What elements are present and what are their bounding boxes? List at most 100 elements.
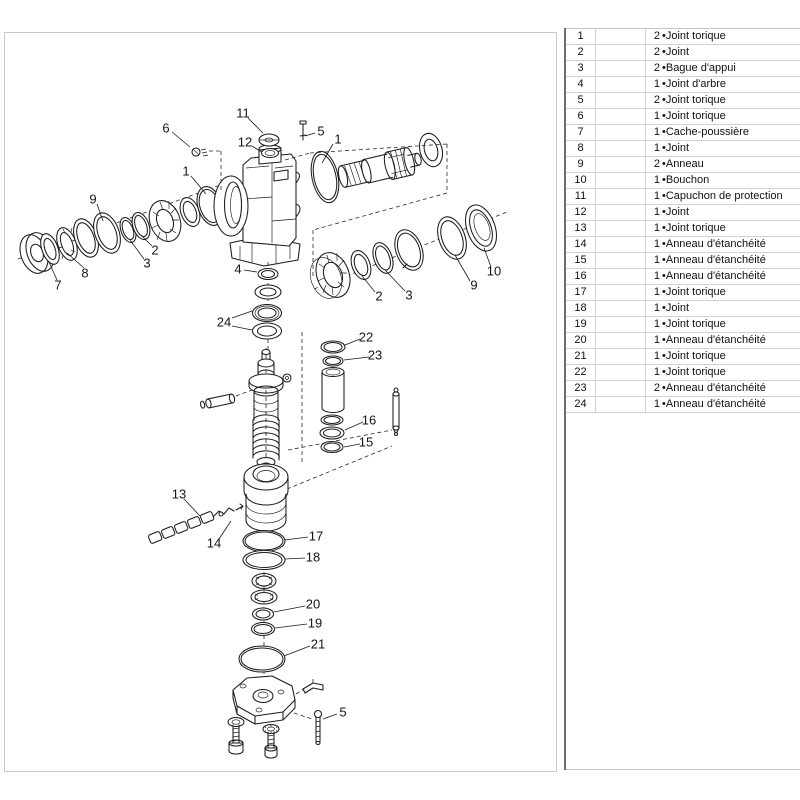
qty-cell: 2 [653, 30, 660, 42]
ref-cell: 18 [566, 301, 596, 316]
table-row[interactable]: 4 1•Joint d'arbre [566, 77, 800, 93]
bearing-left [148, 200, 182, 242]
description-cell: •Joint [662, 302, 690, 314]
ring-9b [93, 212, 121, 254]
description-cell: •Joint [662, 142, 690, 154]
ref-cell: 16 [566, 269, 596, 284]
housing-body [213, 144, 301, 267]
blank-cell [596, 45, 646, 60]
blank-cell [596, 189, 646, 204]
blank-cell [596, 157, 646, 172]
blank-cell [596, 237, 646, 252]
bolt-left [227, 716, 245, 755]
centering-pin [392, 387, 400, 437]
qty-cell: 1 [653, 302, 660, 314]
qty-cell: 1 [653, 78, 660, 90]
description-cell: •Joint torique [662, 222, 726, 234]
blank-cell [596, 349, 646, 364]
washer-stack [251, 284, 283, 340]
description-cell: •Joint [662, 46, 690, 58]
ref-cell: 13 [566, 221, 596, 236]
qty-cell: 1 [653, 398, 660, 410]
qty-cell: 1 [653, 286, 660, 298]
blank-cell [596, 269, 646, 284]
ref-cell: 3 [566, 61, 596, 76]
bolt-right [262, 723, 280, 759]
o-ring-1-right [310, 150, 340, 204]
snap-ring [394, 229, 424, 271]
pin-5-top [299, 120, 307, 141]
ref-cell: 4 [566, 77, 596, 92]
description-cell: •Cache-poussière [662, 126, 750, 138]
toothed-washer-b [250, 589, 278, 605]
bearing-right [309, 252, 351, 299]
qty-cell: 2 [653, 382, 660, 394]
description-cell: •Anneau d'étanchéité [662, 270, 766, 282]
qty-cell: 1 [653, 174, 660, 186]
ref-cell: 5 [566, 93, 596, 108]
ref-cell: 17 [566, 285, 596, 300]
blank-cell [596, 333, 646, 348]
ref-cell: 2 [566, 45, 596, 60]
lock-plate [295, 676, 324, 695]
ring-2-right [350, 250, 372, 280]
qty-cell: 2 [653, 46, 660, 58]
ring-9a [73, 218, 99, 258]
blank-cell [596, 317, 646, 332]
link-set [148, 503, 244, 544]
table-row[interactable]: 18 1•Joint [566, 301, 800, 317]
description-cell: •Bouchon [662, 174, 710, 186]
washer-left [179, 197, 201, 227]
ring-top-right [418, 132, 444, 168]
seal-12 [260, 147, 280, 159]
description-cell: •Anneau d'étanchéité [662, 398, 766, 410]
description-cell: •Joint d'arbre [662, 78, 727, 90]
blank-cell [596, 365, 646, 380]
table-row[interactable]: 1 2•Joint torique [566, 29, 800, 45]
ring-3-right [372, 242, 394, 274]
screw-6 [191, 147, 209, 157]
ref-cell: 22 [566, 365, 596, 380]
ref-cell: 7 [566, 125, 596, 140]
ref-cell: 1 [566, 29, 596, 44]
description-cell: •Capuchon de protection [662, 190, 783, 202]
ref-cell: 11 [566, 189, 596, 204]
qty-cell: 1 [653, 142, 660, 154]
ring-9-right [437, 216, 467, 260]
ref-cell: 21 [566, 349, 596, 364]
qty-cell: 2 [653, 62, 660, 74]
qty-cell: 1 [653, 238, 660, 250]
ring-16b [319, 426, 345, 440]
qty-cell: 2 [653, 94, 660, 106]
blank-cell [596, 61, 646, 76]
ring-19 [250, 621, 276, 637]
description-cell: •Joint torique [662, 366, 726, 378]
seal-8 [56, 227, 78, 261]
description-cell: •Joint torique [662, 30, 726, 42]
blank-cell [596, 125, 646, 140]
ref-cell: 20 [566, 333, 596, 348]
qty-cell: 1 [653, 350, 660, 362]
qty-cell: 1 [653, 190, 660, 202]
